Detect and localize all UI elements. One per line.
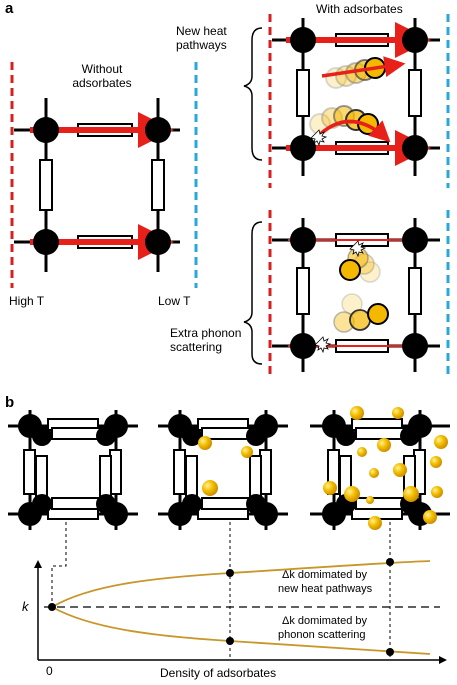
heat-arrow-adsorbate <box>321 56 406 78</box>
k-vs-density-plot <box>34 522 447 664</box>
curve-lower <box>51 606 431 655</box>
connector-empty <box>51 522 67 607</box>
heat-arrow-curved <box>314 119 391 143</box>
adsorbate-trail-lower <box>309 105 391 147</box>
without-title-line2: adsorbates <box>72 76 132 90</box>
adsorbate-sphere <box>241 446 253 458</box>
scatter-spark-icon <box>310 129 328 147</box>
point-lower-mid <box>226 637 234 645</box>
atom <box>33 229 59 255</box>
adsorbate-bounce-lower <box>314 293 389 354</box>
brace-extra-scattering <box>243 221 263 365</box>
x-zero-label: 0 <box>46 664 53 678</box>
point-zero <box>48 603 56 611</box>
point-upper-mid <box>226 569 234 577</box>
y-axis-label-k: k <box>22 599 29 614</box>
lattice-b-empty <box>8 410 138 530</box>
with-adsorbates-title: With adsorbates <box>316 2 403 16</box>
panel-label-b: b <box>5 394 15 411</box>
lattice-b-many-adsorbates <box>310 406 450 530</box>
lower-note-line2: phonon scattering <box>278 629 366 641</box>
extra-scattering-label-line1: Extra phonon <box>170 326 242 340</box>
lattice-b-few-adsorbates <box>158 410 288 530</box>
spring-right <box>151 159 165 211</box>
adsorbate <box>339 259 361 281</box>
scatter-spark-icon <box>349 240 367 258</box>
x-axis-label: Density of adsorbates <box>160 666 277 680</box>
adsorbate-sphere <box>202 480 218 496</box>
atom <box>145 229 171 255</box>
adsorbate-bounce-upper <box>339 240 381 283</box>
atom <box>33 117 59 143</box>
high-t-label: High T <box>9 294 45 308</box>
lower-note-line1: Δk domimated by <box>282 615 367 627</box>
new-heat-pathways-lattice <box>268 14 450 188</box>
without-adsorbates-lattice <box>10 62 198 288</box>
atom <box>145 117 171 143</box>
point-lower-high <box>386 648 394 656</box>
curve-upper <box>51 560 431 608</box>
new-heat-label-line1: New heat <box>176 24 227 38</box>
low-t-label: Low T <box>158 294 191 308</box>
extra-scattering-lattice <box>268 210 450 374</box>
adsorbate <box>367 303 389 325</box>
spring-left <box>39 159 53 211</box>
without-title-line1: Without <box>81 62 123 76</box>
point-upper-high <box>386 558 394 566</box>
upper-note-line1: Δk domimated by <box>282 569 367 581</box>
upper-note-line2: new heat pathways <box>278 583 373 595</box>
adsorbate-trail-upper <box>321 56 406 89</box>
panel-label-a: a <box>5 0 14 17</box>
new-heat-label-line2: pathways <box>176 38 227 52</box>
brace-new-heat <box>243 27 263 161</box>
adsorbate-sphere <box>198 436 212 450</box>
extra-scattering-label-line2: scattering <box>170 340 223 354</box>
scatter-spark-icon <box>314 336 332 354</box>
